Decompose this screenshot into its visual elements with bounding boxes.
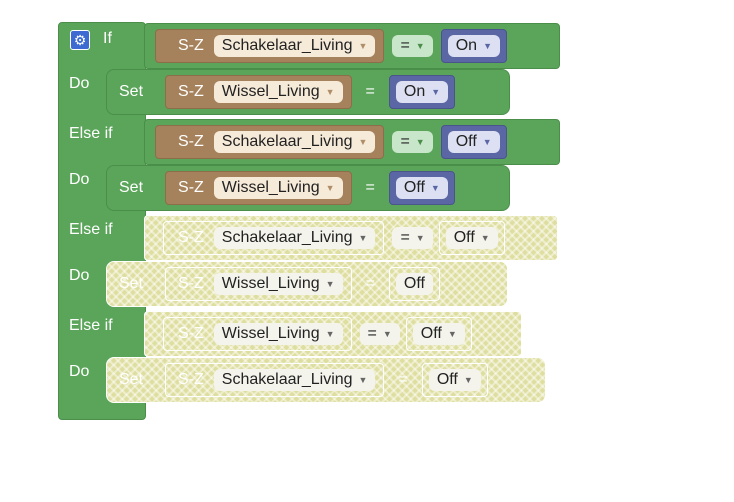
device-block-disabled[interactable]: S-Z Wissel_Living▼ <box>165 267 352 301</box>
device-block-disabled[interactable]: S-Z Schakelaar_Living▼ <box>163 221 385 255</box>
compare-block[interactable]: S-Z Schakelaar_Living▼ =▼ On▼ <box>144 23 560 69</box>
state-dropdown[interactable]: Off▼ <box>412 323 465 345</box>
device-dropdown[interactable]: Wissel_Living▼ <box>213 273 343 295</box>
set-block[interactable]: Set S-Z Wissel_Living▼ = On▼ <box>106 69 510 115</box>
label-elseif-1: Else if <box>69 125 113 142</box>
state-block-disabled[interactable]: Off▼ <box>421 363 488 397</box>
device-prefix: S-Z <box>178 179 204 196</box>
state-dropdown[interactable]: On▼ <box>447 35 500 57</box>
dropdown-arrow-icon: ▼ <box>358 233 368 243</box>
dropdown-arrow-icon: ▼ <box>482 137 492 147</box>
label-if: If <box>103 30 112 47</box>
dropdown-arrow-icon: ▼ <box>325 183 335 193</box>
device-prefix: S-Z <box>178 325 204 342</box>
device-dropdown[interactable]: Schakelaar_Living▼ <box>213 227 376 249</box>
device-dropdown[interactable]: Schakelaar_Living▼ <box>213 369 376 391</box>
label-do-3: Do <box>69 267 90 284</box>
device-block-disabled[interactable]: S-Z Wissel_Living▼ <box>163 317 352 351</box>
set-block-disabled[interactable]: Set S-Z Schakelaar_Living▼ = Off▼ <box>106 357 546 403</box>
dropdown-arrow-icon: ▼ <box>431 87 441 97</box>
device-block[interactable]: S-Z Wissel_Living▼ <box>165 75 352 109</box>
device-dropdown[interactable]: Wissel_Living▼ <box>213 81 343 103</box>
set-label: Set <box>119 83 144 100</box>
operator-dropdown[interactable]: =▼ <box>359 323 400 345</box>
gear-icon[interactable]: ⚙ <box>70 30 90 50</box>
device-block[interactable]: S-Z Schakelaar_Living▼ <box>155 125 385 159</box>
set-block-disabled[interactable]: Set S-Z Wissel_Living▼ = Off <box>106 261 508 307</box>
state-dropdown[interactable]: Off▼ <box>395 177 448 199</box>
device-prefix: S-Z <box>178 83 204 100</box>
device-prefix: S-Z <box>178 275 204 292</box>
label-do-4: Do <box>69 363 90 380</box>
device-block[interactable]: S-Z Wissel_Living▼ <box>165 171 352 205</box>
dropdown-arrow-icon: ▼ <box>325 279 335 289</box>
state-block-disabled[interactable]: Off▼ <box>405 317 472 351</box>
dropdown-arrow-icon: ▼ <box>325 87 335 97</box>
compare-block-disabled[interactable]: S-Z Wissel_Living▼ =▼ Off▼ <box>144 311 522 357</box>
device-dropdown[interactable]: Wissel_Living▼ <box>213 177 343 199</box>
operator-dropdown[interactable]: =▼ <box>392 131 433 153</box>
dropdown-arrow-icon: ▼ <box>358 137 368 147</box>
label-do-2: Do <box>69 171 90 188</box>
label-elseif-2: Else if <box>69 221 113 238</box>
dropdown-arrow-icon: ▼ <box>358 41 368 51</box>
dropdown-arrow-icon: ▼ <box>415 137 425 147</box>
state-dropdown[interactable]: Off▼ <box>428 369 481 391</box>
dropdown-arrow-icon: ▼ <box>415 233 425 243</box>
state-block[interactable]: Off▼ <box>440 125 507 159</box>
equals-label: = <box>365 179 375 196</box>
label-do-1: Do <box>69 75 90 92</box>
state-dropdown[interactable]: On▼ <box>395 81 449 103</box>
set-label: Set <box>119 179 144 196</box>
compare-block[interactable]: S-Z Schakelaar_Living▼ =▼ Off▼ <box>144 119 560 165</box>
device-prefix: S-Z <box>178 371 204 388</box>
device-dropdown[interactable]: Schakelaar_Living▼ <box>213 35 376 57</box>
dropdown-arrow-icon: ▼ <box>430 183 440 193</box>
device-prefix: S-Z <box>178 229 204 246</box>
equals-label: = <box>365 83 375 100</box>
dropdown-arrow-icon: ▼ <box>358 375 368 385</box>
device-prefix: S-Z <box>178 133 204 150</box>
state-block[interactable]: Off▼ <box>388 171 455 205</box>
dropdown-arrow-icon: ▼ <box>382 329 392 339</box>
dropdown-arrow-icon: ▼ <box>325 329 335 339</box>
operator-dropdown[interactable]: =▼ <box>392 35 433 57</box>
state-dropdown[interactable]: Off▼ <box>447 131 500 153</box>
set-label: Set <box>119 371 144 388</box>
state-dropdown[interactable]: Off▼ <box>445 227 498 249</box>
set-block[interactable]: Set S-Z Wissel_Living▼ = Off▼ <box>106 165 510 211</box>
dropdown-arrow-icon: ▼ <box>415 41 425 51</box>
label-elseif-3: Else if <box>69 317 113 334</box>
operator-dropdown[interactable]: =▼ <box>392 227 433 249</box>
dropdown-arrow-icon: ▼ <box>463 375 473 385</box>
device-block[interactable]: S-Z Schakelaar_Living▼ <box>155 29 385 63</box>
equals-label: = <box>398 371 408 388</box>
state-block[interactable]: On▼ <box>440 29 507 63</box>
compare-block-disabled[interactable]: S-Z Schakelaar_Living▼ =▼ Off▼ <box>144 215 558 261</box>
dropdown-arrow-icon: ▼ <box>483 41 492 51</box>
device-dropdown[interactable]: Schakelaar_Living▼ <box>213 131 376 153</box>
device-prefix: S-Z <box>178 37 204 54</box>
device-block-disabled[interactable]: S-Z Schakelaar_Living▼ <box>165 363 385 397</box>
state-dropdown[interactable]: Off <box>395 273 433 295</box>
set-label: Set <box>119 275 144 292</box>
equals-label: = <box>365 275 375 292</box>
state-block[interactable]: On▼ <box>388 75 456 109</box>
dropdown-arrow-icon: ▼ <box>480 233 490 243</box>
device-dropdown[interactable]: Wissel_Living▼ <box>213 323 343 345</box>
state-block-disabled[interactable]: Off <box>388 267 440 301</box>
state-block-disabled[interactable]: Off▼ <box>438 221 505 255</box>
dropdown-arrow-icon: ▼ <box>447 329 457 339</box>
